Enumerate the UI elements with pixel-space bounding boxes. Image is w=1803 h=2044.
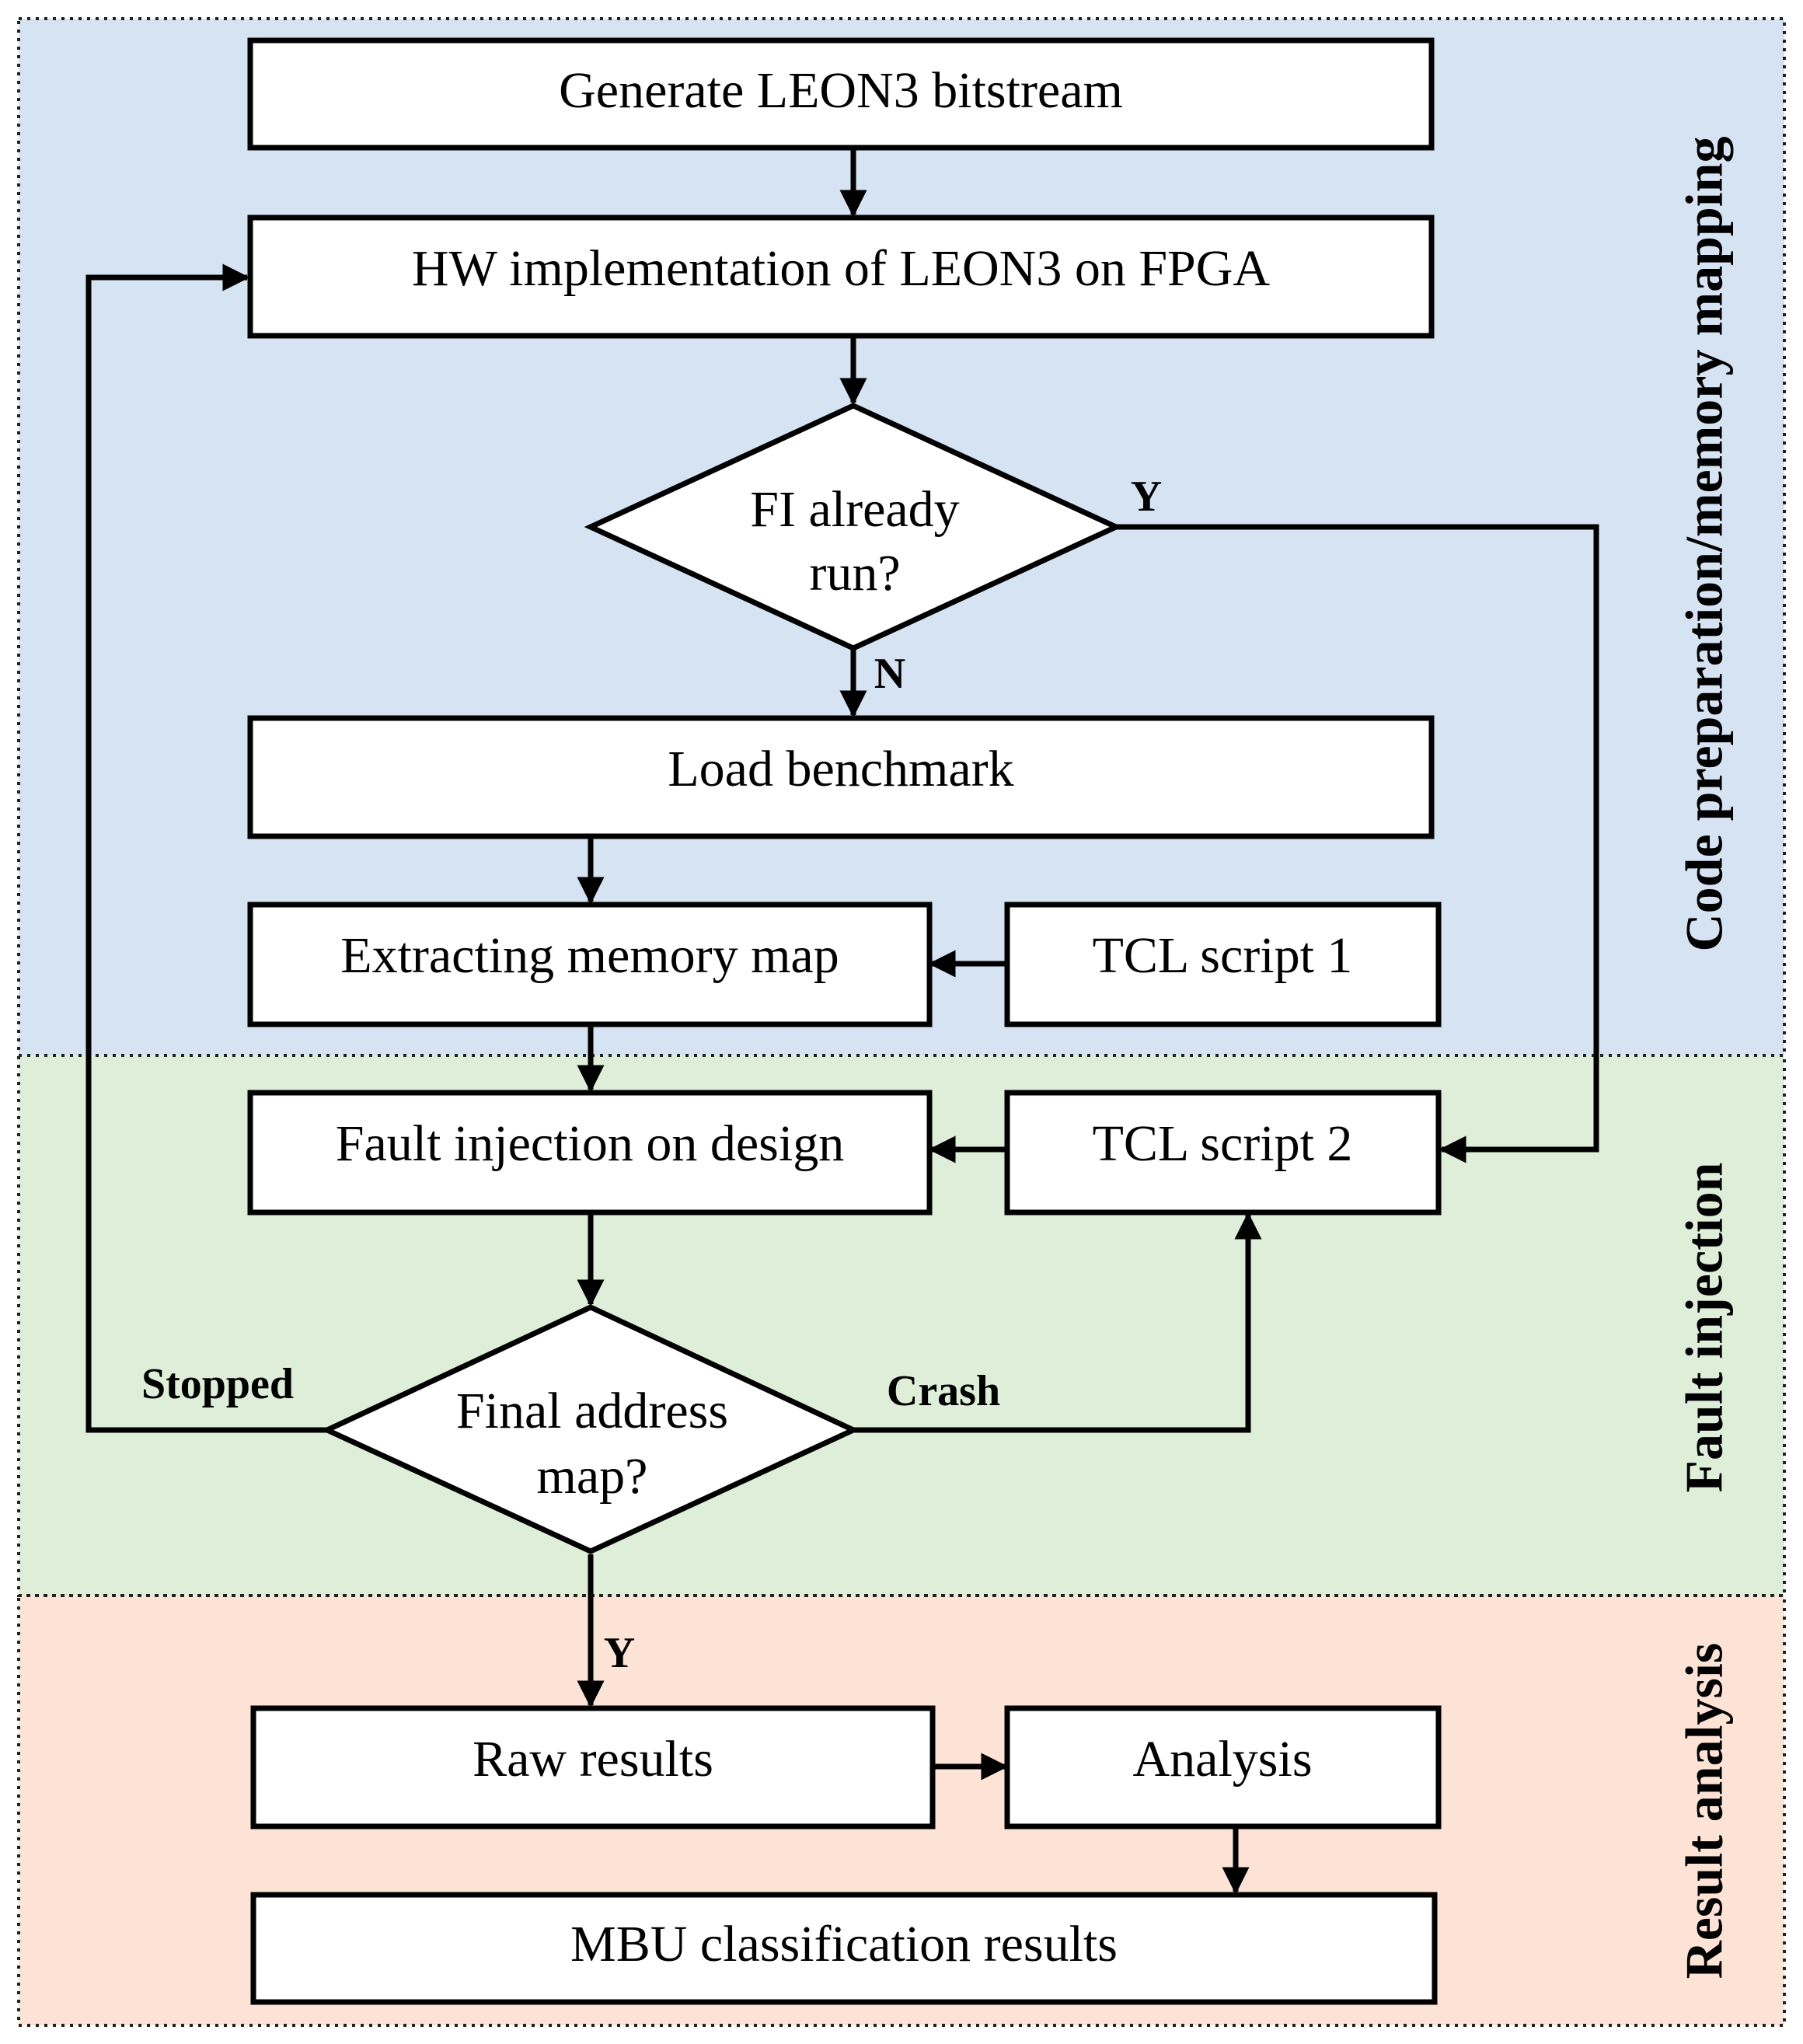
label-fi-question-line1: FI already [750,481,959,538]
decision-final-address-map [320,1304,860,1554]
label-fault-injection: Fault injection on design [336,1115,844,1172]
edge-label-stopped: Stopped [141,1360,294,1408]
label-fi-question-line2: run? [809,545,900,602]
edge-crash-to-tcl2 [853,1212,1262,1433]
node-load-benchmark [247,715,1435,839]
edge-stopped-to-hw [85,263,327,1433]
label-tcl-script-1: TCL script 1 [1093,927,1353,984]
section-title-result-analysis: Result analysis [1675,1643,1734,1979]
label-hw-implementation: HW implementation of LEON3 on FPGA [412,240,1271,297]
node-analysis [1004,1705,1442,1829]
section-title-code-preparation: Code preparation/memory mapping [1675,137,1734,952]
node-generate-bitstream [247,37,1435,151]
label-generate-bitstream: Generate LEON3 bitstream [559,62,1123,119]
node-fault-injection [247,1090,933,1216]
zone-border-bottom [17,1594,1786,2027]
edge-label-final-yes: Y [604,1629,635,1677]
edge-fi-yes-to-tcl2 [1116,524,1599,1163]
label-analysis: Analysis [1133,1731,1313,1788]
label-tcl-script-2: TCL script 2 [1093,1115,1353,1172]
node-tcl-script-2 [1004,1090,1442,1216]
label-final-question-line1: Final address [456,1383,728,1439]
decision-fi-already-run [584,403,1123,651]
label-mbu-classification: MBU classification results [570,1916,1118,1972]
label-load-benchmark: Load benchmark [668,741,1013,797]
edge-label-crash: Crash [887,1367,1000,1415]
label-raw-results: Raw results [473,1731,713,1788]
node-tcl-script-1 [1004,902,1442,1027]
label-extract-memory-map: Extracting memory map [340,927,839,984]
node-mbu-classification [250,1892,1438,2005]
edge-label-fi-yes: Y [1131,473,1162,521]
label-final-question-line2: map? [537,1448,648,1505]
node-raw-results [250,1705,936,1829]
node-extract-memory-map [247,902,933,1027]
node-hw-implementation [247,215,1435,339]
section-title-fault-injection: Fault injection [1675,1163,1734,1493]
edge-label-fi-no: N [874,650,905,698]
